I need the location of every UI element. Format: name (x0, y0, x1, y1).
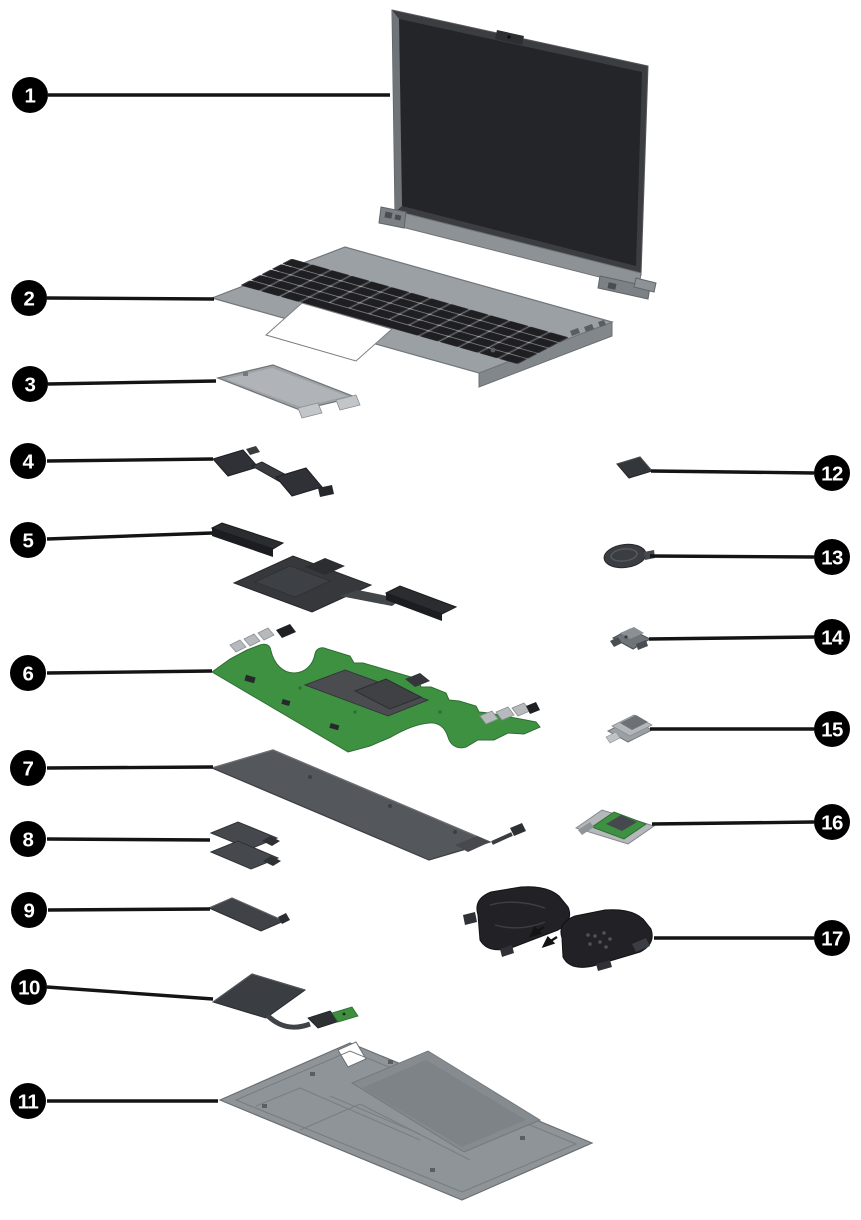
svg-text:2: 2 (24, 288, 35, 311)
part-connector-bracket (610, 627, 652, 650)
callout-2: 2 (11, 280, 47, 316)
leader-line-8 (46, 837, 211, 842)
callout-17: 17 (814, 920, 850, 956)
callout-7: 7 (10, 750, 46, 786)
part-fingerprint-reader-bracket (605, 714, 654, 744)
part-touchpad (215, 364, 361, 419)
callout-15: 15 (814, 711, 850, 747)
part-fans (463, 886, 653, 971)
part-keyboard-top-cover (210, 246, 614, 388)
svg-text:3: 3 (25, 374, 36, 397)
svg-text:11: 11 (18, 1091, 39, 1114)
part-wlan-module (616, 456, 653, 479)
leader-line-6 (46, 669, 213, 675)
part-display-assembly (378, 9, 657, 300)
svg-text:13: 13 (821, 547, 843, 570)
svg-text:1: 1 (25, 85, 36, 108)
callout-5: 5 (10, 522, 46, 558)
leader-line-5 (46, 531, 213, 541)
svg-text:12: 12 (821, 463, 843, 486)
svg-text:14: 14 (821, 627, 844, 650)
leader-line-12 (650, 469, 815, 475)
leader-line-10 (46, 985, 214, 1001)
leader-line-3 (47, 379, 217, 386)
svg-text:6: 6 (23, 663, 34, 686)
leader-line-2 (46, 296, 215, 301)
callout-1: 1 (12, 77, 48, 113)
svg-text:16: 16 (821, 812, 843, 835)
part-battery (210, 749, 526, 861)
leader-line-9 (47, 907, 211, 912)
leader-line-7 (46, 765, 214, 770)
leader-lines (46, 93, 815, 1103)
callout-13: 13 (814, 539, 850, 575)
callout-6: 6 (10, 655, 46, 691)
callout-16: 16 (814, 804, 850, 840)
part-nfc-module (211, 973, 359, 1030)
leader-line-13 (649, 554, 815, 559)
svg-text:15: 15 (821, 719, 843, 742)
callout-9: 9 (11, 892, 47, 928)
part-bottom-cover (218, 1041, 594, 1201)
callout-11: 11 (10, 1083, 46, 1119)
part-system-board (211, 624, 541, 753)
part-solid-state-drive (207, 897, 290, 932)
svg-text:5: 5 (23, 530, 34, 553)
svg-text:10: 10 (18, 977, 40, 1000)
callouts: 1 2 3 4 5 6 7 8 9 10 11 12 13 14 15 16 1… (10, 77, 850, 1119)
callout-4: 4 (10, 443, 46, 479)
part-hard-drive (574, 809, 656, 845)
leader-line-4 (46, 457, 214, 463)
svg-text:7: 7 (23, 758, 34, 781)
part-speaker-assembly (212, 446, 334, 497)
svg-text:17: 17 (821, 928, 843, 951)
leader-line-14 (648, 635, 815, 641)
callout-14: 14 (814, 619, 850, 655)
callout-10: 10 (11, 969, 47, 1005)
part-ssd-thermal-shields (209, 821, 281, 870)
part-rtc-coin-battery (603, 543, 655, 569)
airflow-arrows (528, 925, 558, 949)
svg-text:8: 8 (23, 829, 34, 852)
part-heat-sink-assembly (210, 522, 458, 621)
svg-text:4: 4 (23, 451, 35, 474)
display-hinge-right (597, 275, 657, 300)
leader-line-16 (651, 820, 815, 826)
callout-8: 8 (10, 821, 46, 857)
svg-text:9: 9 (24, 900, 35, 923)
callout-12: 12 (814, 455, 850, 491)
display-hinge-left (378, 206, 407, 229)
callout-3: 3 (12, 366, 48, 402)
keyboard-keys (241, 259, 569, 364)
